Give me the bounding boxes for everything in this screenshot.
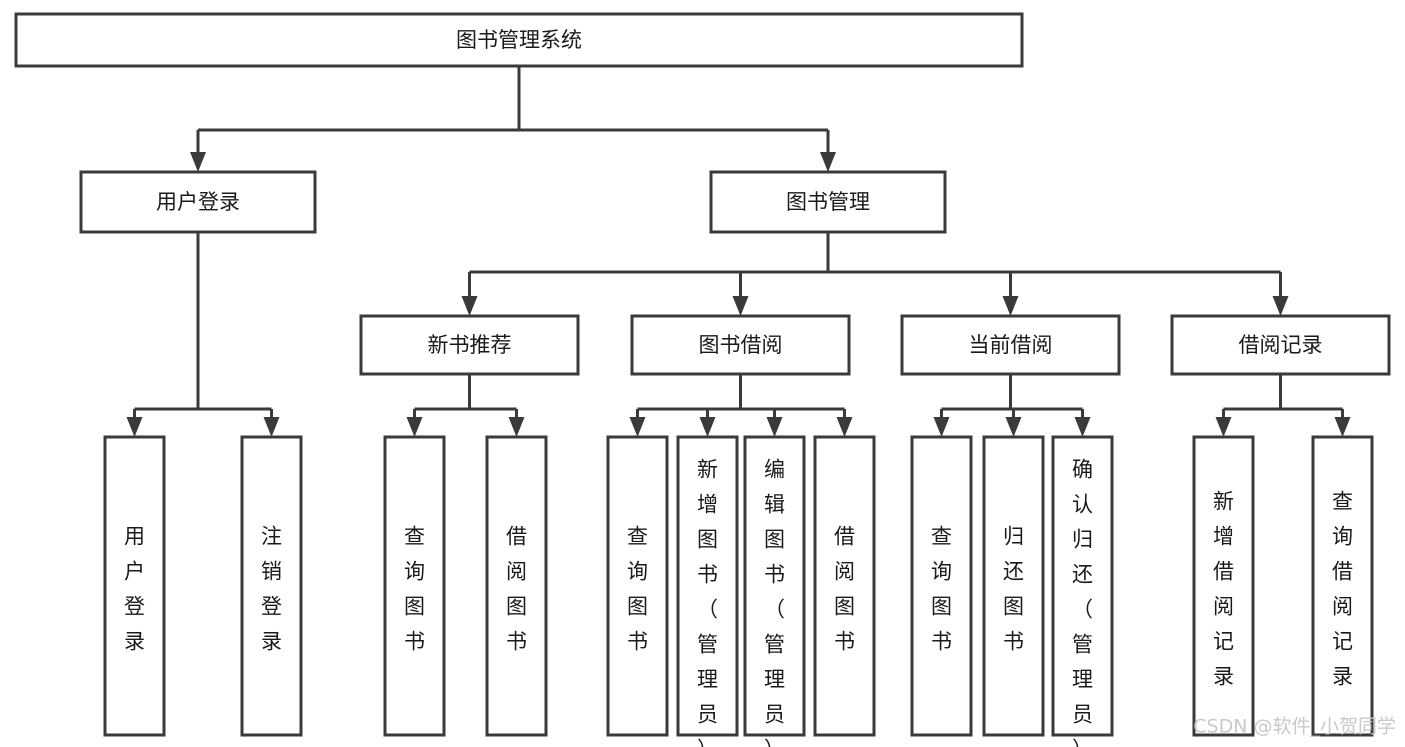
csdn-watermark: CSDN @软件_小贺同学 — [1193, 716, 1396, 738]
connector-group-l3_current — [933, 374, 1091, 437]
node-label: 确认归还（管理员） — [1072, 457, 1093, 747]
node-label: 当前借阅 — [969, 333, 1053, 357]
node-l3-new[interactable]: 新书推荐 — [359, 314, 580, 376]
node-label: 查询借阅记录 — [1332, 489, 1353, 688]
node-box[interactable] — [1311, 435, 1374, 737]
arrow-head-icon — [629, 417, 646, 437]
node-label: 借阅图书 — [834, 524, 855, 653]
node-label: 图书借阅 — [699, 333, 783, 357]
node-label: 查询图书 — [404, 524, 425, 653]
node-box[interactable] — [1192, 435, 1255, 737]
node-label: 图书管理系统 — [456, 28, 582, 52]
node-label: 借阅记录 — [1239, 333, 1323, 357]
connector-group-l2_user — [126, 232, 280, 437]
node-label: 新增图书（管理员） — [697, 457, 718, 747]
node-box[interactable] — [630, 314, 851, 376]
connector-layer — [126, 66, 1351, 437]
node-leaf-bo-edit[interactable]: 编辑图书（管理员） — [743, 435, 806, 747]
connector-group-root — [190, 66, 836, 172]
arrow-head-icon — [508, 417, 525, 437]
node-box[interactable] — [743, 435, 806, 737]
node-box[interactable] — [485, 435, 548, 737]
node-box[interactable] — [676, 435, 739, 737]
node-leaf-new-borrow[interactable]: 借阅图书 — [485, 435, 548, 737]
arrow-head-icon — [406, 417, 423, 437]
node-leaf-cu-query[interactable]: 查询图书 — [910, 435, 973, 737]
connector-group-l3_borrow — [629, 374, 853, 437]
arrow-head-icon — [1272, 296, 1289, 316]
node-l3-borrow[interactable]: 图书借阅 — [630, 314, 851, 376]
node-label: 新增借阅记录 — [1213, 489, 1234, 688]
node-label: 用户登录 — [156, 190, 240, 214]
connector-group-l2_book — [461, 232, 1289, 316]
node-leaf-user-login[interactable]: 用户登录 — [103, 435, 166, 737]
node-box[interactable] — [359, 314, 580, 376]
node-leaf-cu-confirm[interactable]: 确认归还（管理员） — [1051, 435, 1114, 747]
node-root[interactable]: 图书管理系统 — [14, 12, 1024, 68]
arrow-head-icon — [263, 417, 280, 437]
arrow-head-icon — [732, 296, 749, 316]
node-label: 归还图书 — [1003, 524, 1024, 653]
arrow-head-icon — [1074, 417, 1091, 437]
node-label: 新书推荐 — [428, 333, 512, 357]
node-label: 图书管理 — [786, 190, 870, 214]
arrow-head-icon — [190, 152, 206, 172]
node-box[interactable] — [606, 435, 669, 737]
node-l2-book[interactable]: 图书管理 — [709, 170, 947, 234]
node-label: 编辑图书（管理员） — [764, 457, 785, 747]
arrow-head-icon — [766, 417, 783, 437]
node-layer: 图书管理系统用户登录图书管理新书推荐图书借阅当前借阅借阅记录用户登录注销登录查询… — [14, 12, 1391, 747]
arrow-head-icon — [699, 417, 716, 437]
node-l3-current[interactable]: 当前借阅 — [900, 314, 1121, 376]
arrow-head-icon — [126, 417, 143, 437]
node-leaf-cu-return[interactable]: 归还图书 — [982, 435, 1045, 737]
arrow-head-icon — [1334, 417, 1351, 437]
node-label: 注销登录 — [261, 524, 282, 653]
node-leaf-re-add[interactable]: 新增借阅记录 — [1192, 435, 1255, 737]
node-label: 查询图书 — [931, 524, 952, 653]
arrow-head-icon — [461, 296, 478, 316]
arrow-head-icon — [820, 152, 836, 172]
node-label: 用户登录 — [124, 524, 145, 653]
node-box[interactable] — [910, 435, 973, 737]
node-label: 借阅图书 — [506, 524, 527, 653]
arrow-head-icon — [1005, 417, 1022, 437]
node-box[interactable] — [79, 170, 317, 234]
node-leaf-bo-add[interactable]: 新增图书（管理员） — [676, 435, 739, 747]
node-l3-record[interactable]: 借阅记录 — [1170, 314, 1391, 376]
connector-group-l3_new — [406, 374, 525, 437]
node-box[interactable] — [14, 12, 1024, 68]
node-box[interactable] — [1170, 314, 1391, 376]
arrow-head-icon — [1002, 296, 1019, 316]
node-box[interactable] — [900, 314, 1121, 376]
arrow-head-icon — [1215, 417, 1232, 437]
node-leaf-new-query[interactable]: 查询图书 — [383, 435, 446, 737]
arrow-head-icon — [836, 417, 853, 437]
node-leaf-bo-borrow[interactable]: 借阅图书 — [813, 435, 876, 737]
node-label: 查询图书 — [627, 524, 648, 653]
node-leaf-bo-query[interactable]: 查询图书 — [606, 435, 669, 737]
node-l2-user[interactable]: 用户登录 — [79, 170, 317, 234]
connector-group-l3_record — [1215, 374, 1351, 437]
node-leaf-user-logout[interactable]: 注销登录 — [240, 435, 303, 737]
arrow-head-icon — [933, 417, 950, 437]
node-box[interactable] — [982, 435, 1045, 737]
node-box[interactable] — [383, 435, 446, 737]
node-box[interactable] — [1051, 435, 1114, 737]
node-leaf-re-query[interactable]: 查询借阅记录 — [1311, 435, 1374, 737]
node-box[interactable] — [103, 435, 166, 737]
node-box[interactable] — [813, 435, 876, 737]
node-box[interactable] — [709, 170, 947, 234]
node-box[interactable] — [240, 435, 303, 737]
